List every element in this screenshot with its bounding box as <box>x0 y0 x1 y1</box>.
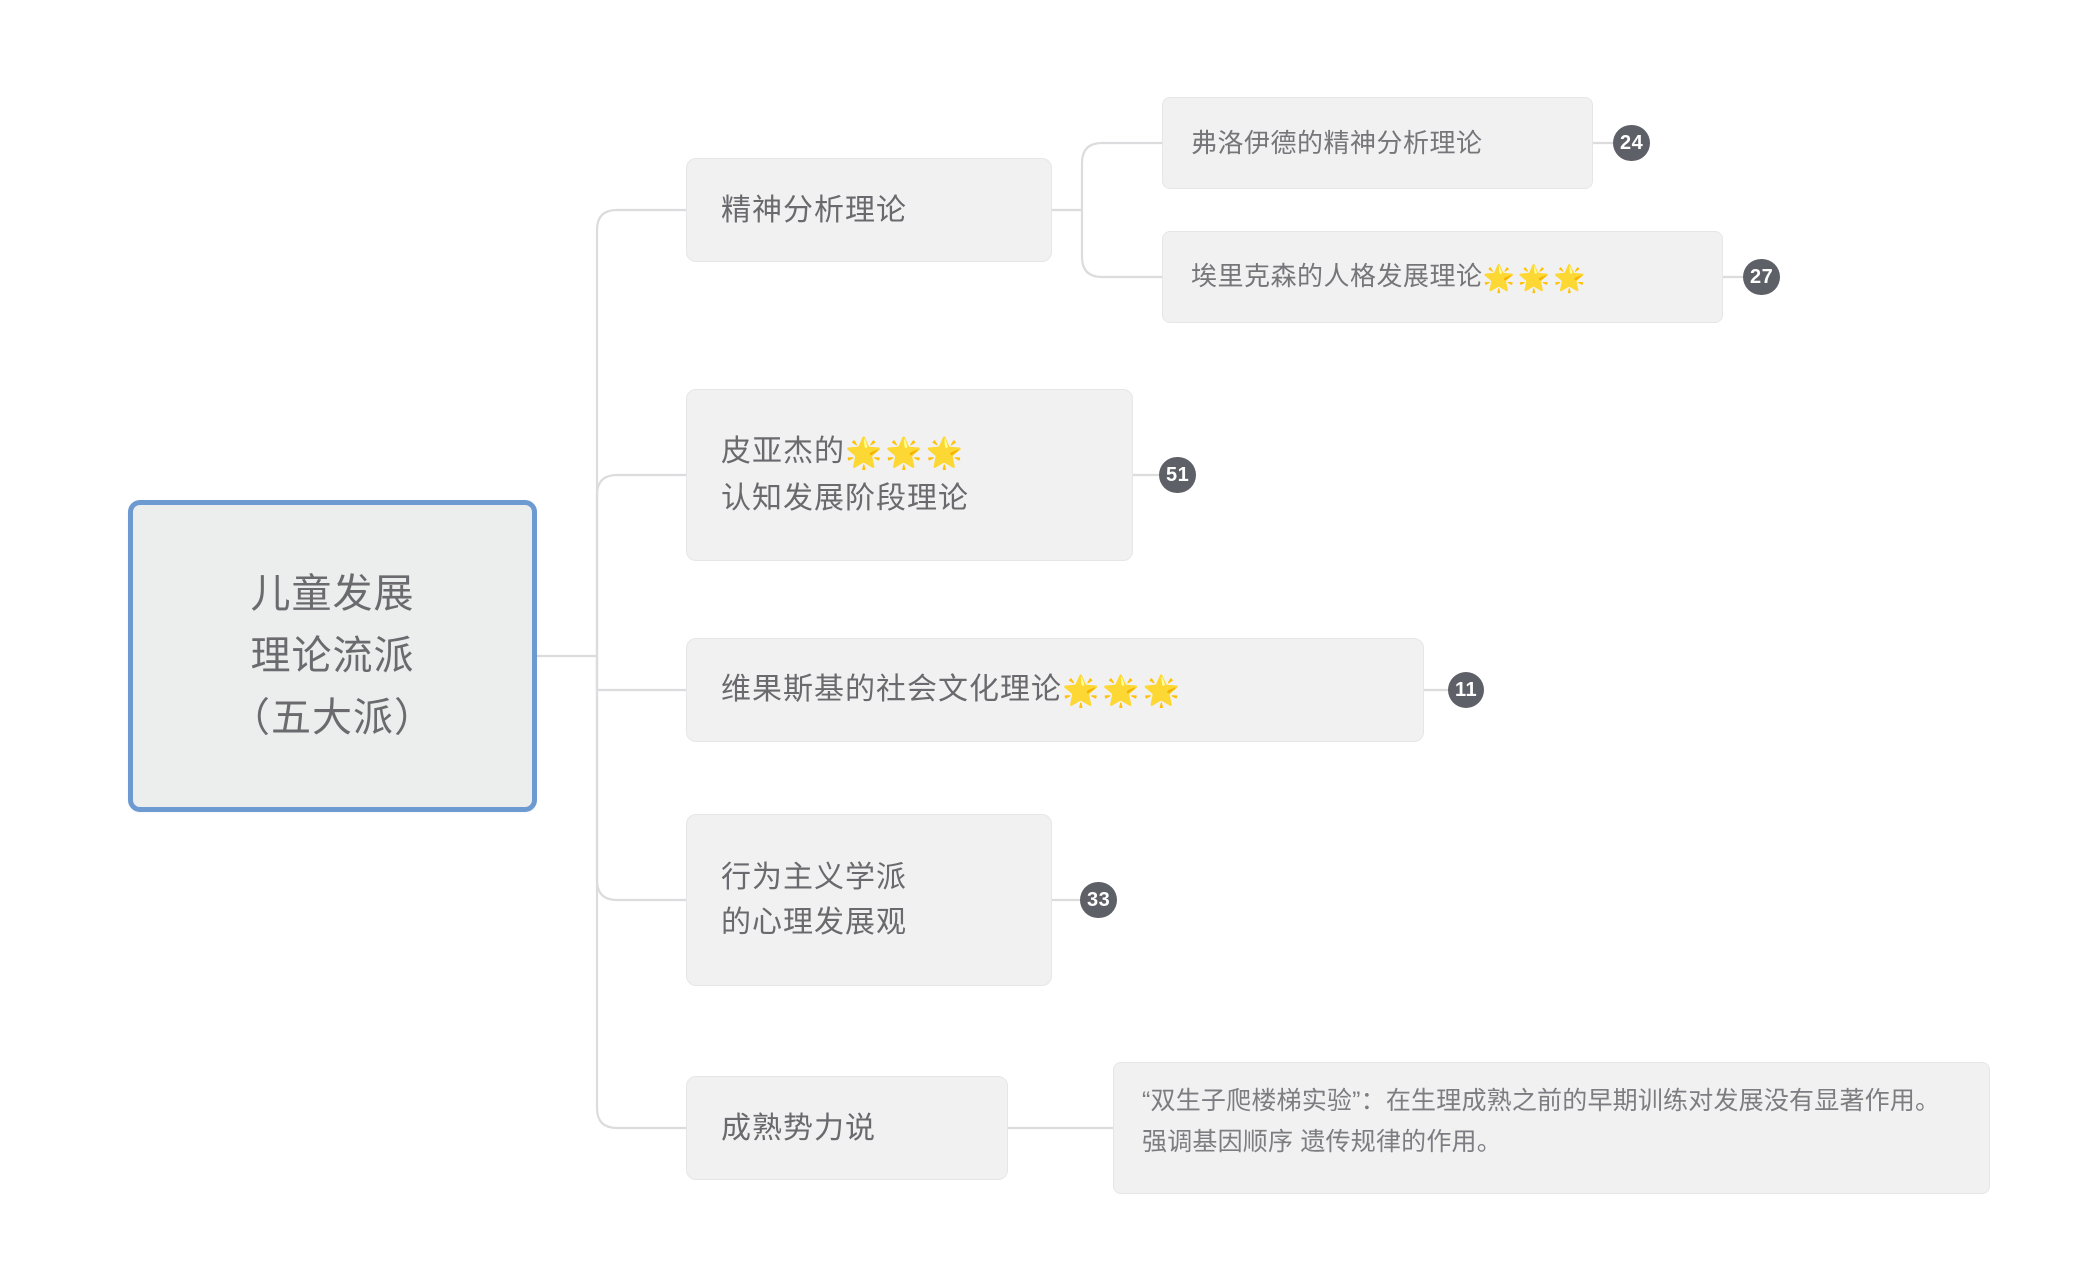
branch-node-piaget-text-line1: 皮亚杰的 <box>721 435 845 468</box>
branch-node-psychoanalysis-label: 精神分析理论 <box>721 193 907 227</box>
branch-node-behaviorism-label: 行为主义学派 的心理发展观 <box>721 861 907 939</box>
branch-node-piaget-text-line2: 认知发展阶段理论 <box>721 482 969 515</box>
root-node-label: 儿童发展 理论流派 （五大派） <box>230 572 435 740</box>
branch-node-vygotsky-label: 维果斯基的社会文化理论🌟🌟🌟 <box>721 667 1389 714</box>
leaf-node-twin-stair-experiment[interactable]: “双生子爬楼梯实验”：在生理成熟之前的早期训练对发展没有显著作用。强调基因顺序 … <box>1113 1062 1990 1194</box>
badge-count-piaget[interactable]: 51 <box>1159 457 1197 493</box>
badge-count-behaviorism-value: 33 <box>1087 888 1111 911</box>
leaf-node-erikson[interactable]: 埃里克森的人格发展理论🌟🌟🌟 <box>1162 231 1723 323</box>
star-rating-erikson: 🌟🌟🌟 <box>1482 262 1589 293</box>
root-node[interactable]: 儿童发展 理论流派 （五大派） <box>128 500 537 812</box>
badge-count-piaget-value: 51 <box>1166 463 1190 486</box>
leaf-node-twin-stair-experiment-label: “双生子爬楼梯实验”：在生理成熟之前的早期训练对发展没有显著作用。强调基因顺序 … <box>1142 1087 1941 1156</box>
badge-count-erikson[interactable]: 27 <box>1743 259 1781 295</box>
leaf-node-freud-label: 弗洛伊德的精神分析理论 <box>1191 127 1483 158</box>
branch-node-piaget[interactable]: 皮亚杰的🌟🌟🌟 认知发展阶段理论 <box>686 389 1133 561</box>
branch-node-vygotsky-text: 维果斯基的社会文化理论 <box>721 672 1062 706</box>
badge-count-behaviorism[interactable]: 33 <box>1080 882 1118 918</box>
connector-branch-4 <box>595 654 688 902</box>
branch-node-piaget-label: 皮亚杰的🌟🌟🌟 认知发展阶段理论 <box>721 429 1098 521</box>
star-rating-piaget: 🌟🌟🌟 <box>845 437 967 470</box>
branch-node-maturation-label: 成熟势力说 <box>721 1111 876 1145</box>
connector-branch-2 <box>595 473 688 658</box>
connector-psycho-child-1 <box>1080 141 1164 212</box>
badge-count-vygotsky[interactable]: 11 <box>1448 672 1485 708</box>
connector-branch-1 <box>595 208 688 658</box>
badge-count-erikson-value: 27 <box>1750 265 1774 288</box>
badge-count-freud-value: 24 <box>1620 131 1644 154</box>
connector-psycho-child-2 <box>1080 208 1164 279</box>
badge-count-vygotsky-value: 11 <box>1455 678 1478 701</box>
connector-branch-3 <box>595 654 688 692</box>
badge-count-freud[interactable]: 24 <box>1613 125 1651 161</box>
branch-node-maturation[interactable]: 成熟势力说 <box>686 1076 1008 1180</box>
leaf-node-erikson-text: 埃里克森的人格发展理论 <box>1191 260 1483 291</box>
leaf-node-freud[interactable]: 弗洛伊德的精神分析理论 <box>1162 97 1593 189</box>
branch-node-psychoanalysis[interactable]: 精神分析理论 <box>686 158 1052 262</box>
branch-node-behaviorism[interactable]: 行为主义学派 的心理发展观 <box>686 814 1052 986</box>
branch-node-vygotsky[interactable]: 维果斯基的社会文化理论🌟🌟🌟 <box>686 638 1424 742</box>
connector-branch-5 <box>595 654 688 1130</box>
star-rating-vygotsky: 🌟🌟🌟 <box>1062 674 1184 708</box>
leaf-node-erikson-label: 埃里克森的人格发展理论🌟🌟🌟 <box>1191 257 1694 298</box>
